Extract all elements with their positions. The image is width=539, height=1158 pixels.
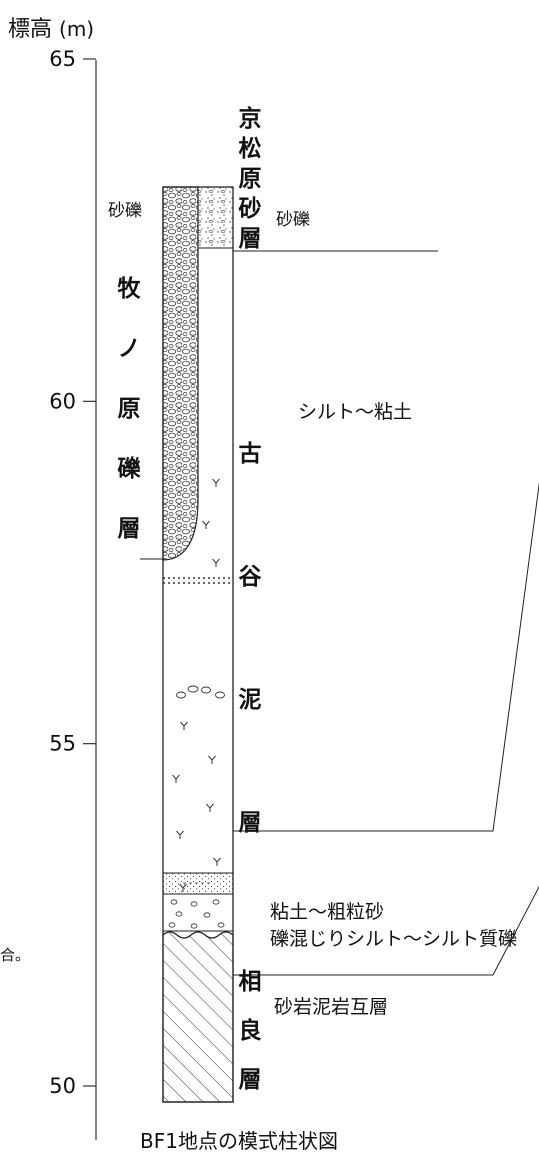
formation-char: 礫 <box>118 455 142 482</box>
formation-char: 泥 <box>239 687 262 713</box>
layer-clay-coarse-sand <box>162 872 234 895</box>
axis-unit: (m) <box>59 17 94 41</box>
formation-char: 原 <box>118 396 141 422</box>
formation-char: 良 <box>239 1017 262 1044</box>
silt-pebbles <box>176 685 225 699</box>
axis-tick-label-50: 50 <box>49 1074 76 1098</box>
figure-caption: BF1地点の模式柱状図 <box>140 1129 338 1153</box>
axis-tick-label-60: 60 <box>49 389 76 413</box>
formation-char: 相 <box>239 969 262 995</box>
formation-sagara: 相良層 <box>239 969 262 1093</box>
formation-char: 層 <box>239 1067 262 1093</box>
formation-kyomatsubara: 京松原砂層 <box>239 105 262 252</box>
leader-line-gravel-silt <box>233 885 539 976</box>
axis-tick-label-55: 55 <box>49 732 76 756</box>
axis-title: 標高 (m) <box>8 17 94 42</box>
layer-kyomatsubara-gravel <box>197 186 234 249</box>
root-mark <box>176 830 184 839</box>
root-mark <box>212 478 220 487</box>
clipped-text-fragment: 合。 <box>0 946 30 964</box>
formation-makinohara: 牧ノ原礫層 <box>118 275 142 542</box>
label-gravel-left: 砂礫 <box>108 201 142 221</box>
axis-tick-label-65: 65 <box>49 47 76 71</box>
label-gravel-silt: 礫混じりシルト〜シルト質礫 <box>270 928 517 950</box>
root-mark <box>212 558 220 567</box>
formation-char: 層 <box>239 226 262 252</box>
root-mark <box>206 803 214 812</box>
layer-gravel-silt <box>162 893 234 932</box>
label-silt-clay: シルト〜粘土 <box>298 401 412 423</box>
formation-char: 牧 <box>118 275 142 302</box>
label-sandstone-mudstone: 砂岩泥岩互層 <box>274 996 388 1018</box>
layer-makinohara-gravel <box>162 186 199 561</box>
formation-char: ノ <box>118 336 141 362</box>
formation-char: 層 <box>239 810 262 836</box>
formation-char: 京 <box>239 105 262 132</box>
formation-char: 層 <box>118 516 141 542</box>
formation-furuya: 古谷泥層 <box>239 441 263 836</box>
formation-char: 谷 <box>239 564 263 590</box>
axis-label: 標高 <box>8 17 52 42</box>
label-clay-coarse-sand: 粘土〜粗粒砂 <box>270 901 384 923</box>
axis-ticks: 65 60 55 50 <box>49 47 96 1098</box>
formation-char: 砂 <box>239 196 262 222</box>
gravel-silt-pebbles <box>168 899 225 929</box>
leader-line-silt <box>233 481 539 832</box>
label-gravel-right: 砂礫 <box>276 210 310 230</box>
root-mark <box>213 857 221 866</box>
formation-char: 松 <box>239 136 262 162</box>
root-mark <box>180 721 188 730</box>
root-mark <box>202 520 210 529</box>
formation-char: 原 <box>239 166 262 192</box>
root-mark <box>172 774 180 783</box>
layer-sagara-sandstone-mudstone <box>162 931 234 1103</box>
root-mark <box>208 755 216 764</box>
formation-char: 古 <box>239 441 262 467</box>
